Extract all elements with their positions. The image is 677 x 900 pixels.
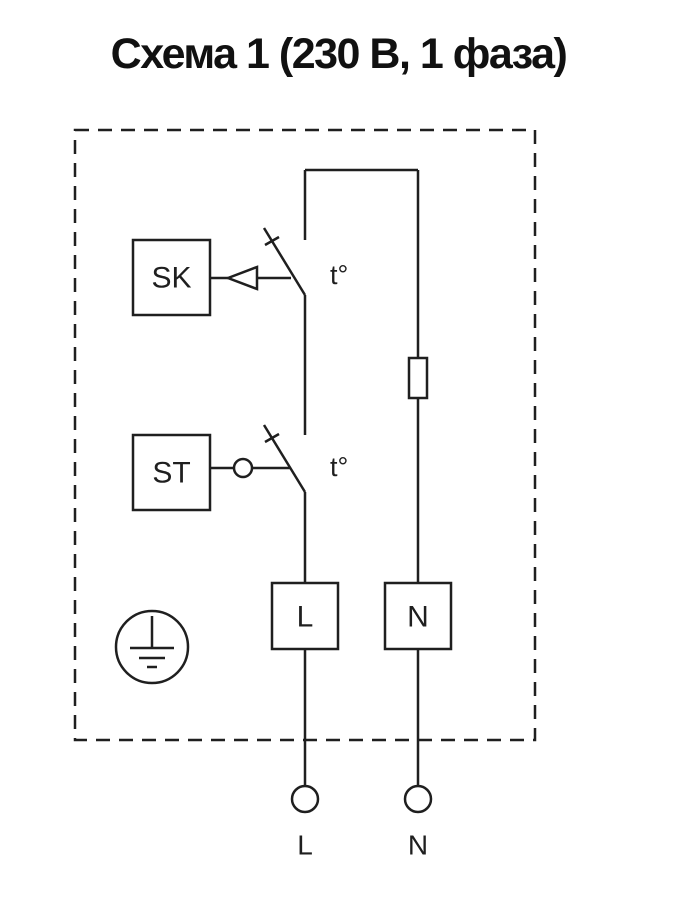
switch2-tick [264,432,280,444]
neutral-box [383,581,453,651]
resistor-icon [407,356,429,400]
line-terminal-icon [290,784,320,814]
switch1-tick [264,235,280,247]
earth-ground-icon [114,609,190,685]
line-terminal-label: L [297,830,313,861]
neutral-box-label: N [407,601,429,634]
st-connector-circle-icon [232,457,254,479]
temp-label-1: t° [330,260,348,290]
temp-label-2: t° [330,452,348,482]
switch1-blade [262,227,307,296]
thermal-switch-1 [262,227,307,296]
st-label: ST [152,457,190,490]
switch2-blade [262,424,307,493]
thermal-switch-2 [262,424,307,493]
line-box-label: L [297,601,314,634]
st-box [131,433,212,512]
neutral-terminal-icon [403,784,433,814]
page-title: Схема 1 (230 В, 1 фаза) [110,30,568,78]
arrow-left-icon [224,265,259,291]
neutral-terminal-label: N [408,830,428,861]
sk-label: SK [151,262,191,295]
circuit-diagram: t° SK t° ST L N [73,128,537,861]
line-box [270,581,340,651]
